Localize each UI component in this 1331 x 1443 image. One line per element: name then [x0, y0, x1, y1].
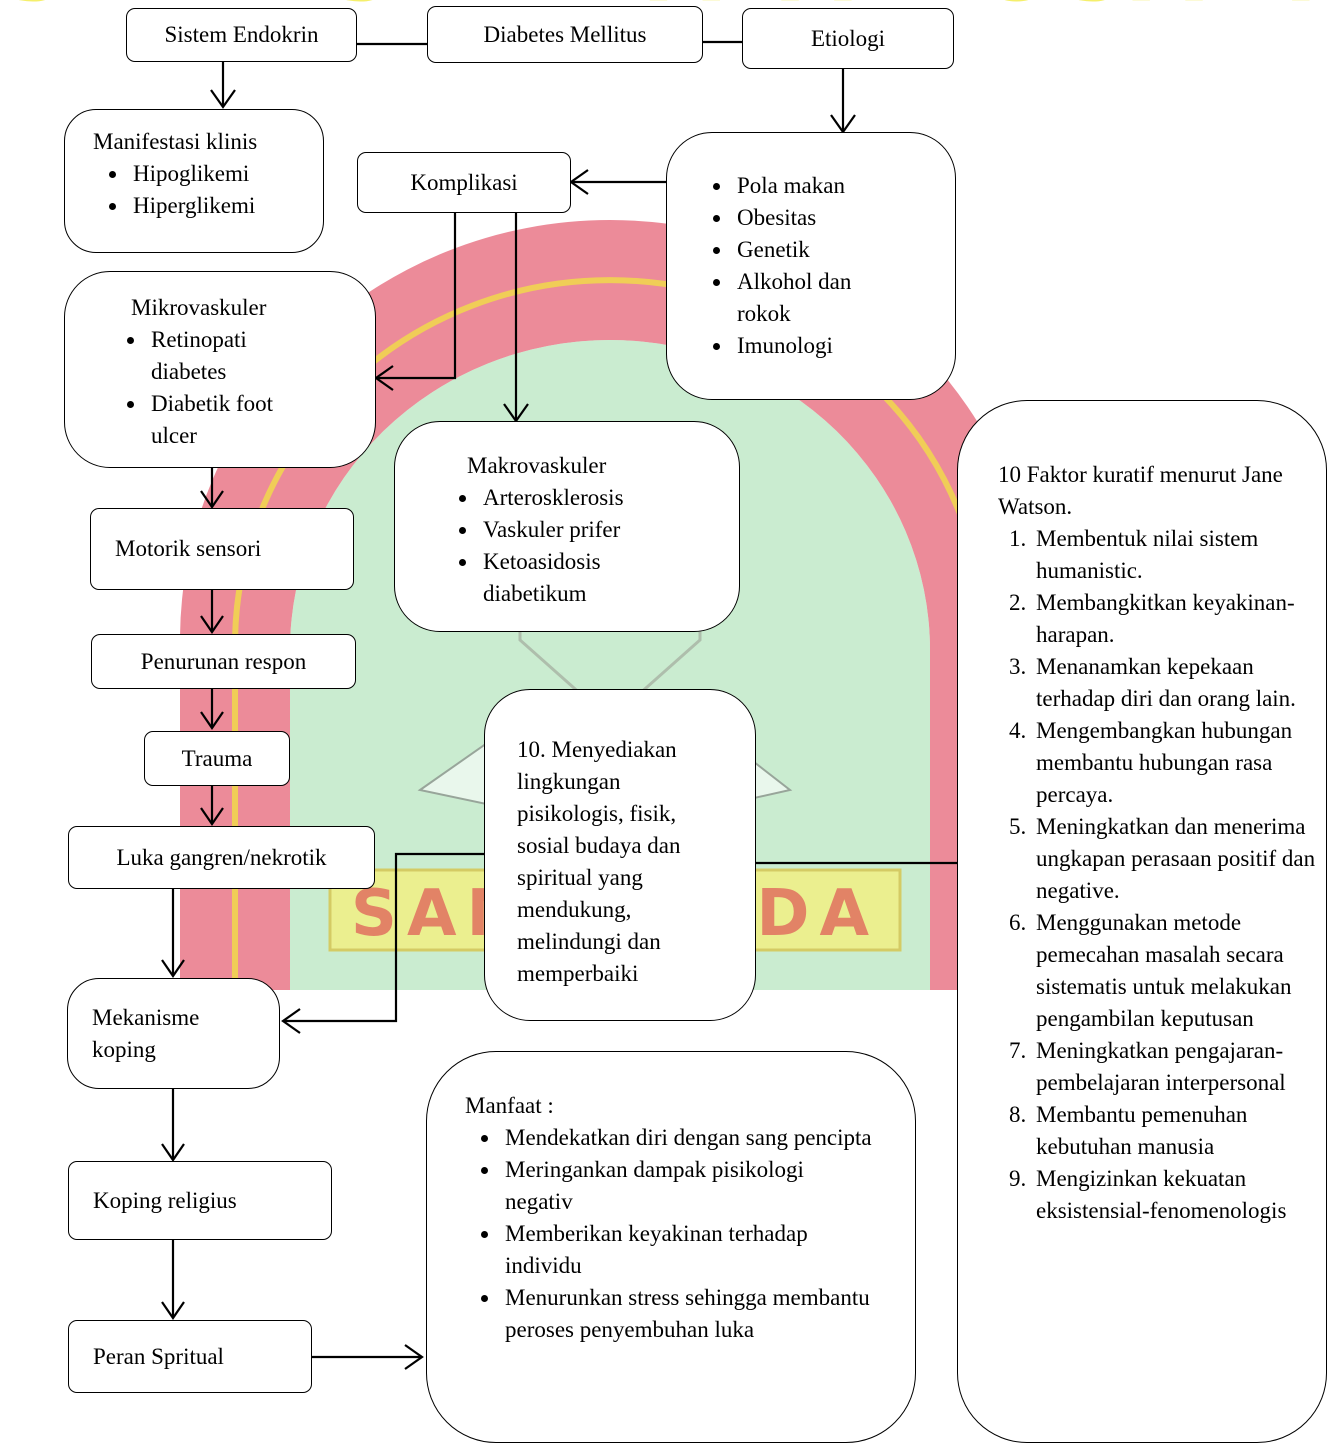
node-etiologi: Etiologi	[742, 8, 954, 69]
node-mekanisme-koping: Mekanisme koping	[67, 978, 280, 1089]
makrovaskuler-item: Vaskuler prifer	[479, 514, 709, 546]
mikrovaskuler-title: Mikrovaskuler	[131, 295, 267, 320]
manfaat-item: Menurunkan stress sehingga membantu pero…	[501, 1282, 875, 1346]
node-trauma: Trauma	[144, 731, 290, 786]
watson-item: Meningkatkan pengajaran-pembelajaran int…	[1032, 1035, 1320, 1099]
makrovaskuler-item: Ketoasidosis diabetikum	[479, 546, 653, 610]
manfaat-list: Mendekatkan diri dengan sang pencipta Me…	[465, 1122, 875, 1346]
node-sistem-endokrin-label: Sistem Endokrin	[164, 22, 319, 47]
node-luka-gangren-label: Luka gangren/nekrotik	[116, 844, 327, 870]
node-koping-religius: Koping religius	[68, 1161, 332, 1240]
node-manfaat: Manfaat : Mendekatkan diri dengan sang p…	[426, 1051, 916, 1443]
etiologi-item: Pola makan	[733, 170, 895, 202]
manfaat-item: Meringankan dampak pisikologi negativ	[501, 1154, 875, 1218]
watson-title: 10 Faktor kuratif menurut Jane Watson.	[998, 462, 1283, 519]
node-koping-religius-label: Koping religius	[93, 1187, 237, 1213]
node-penurunan-respon: Penurunan respon	[91, 634, 356, 689]
node-penurunan-respon-label: Penurunan respon	[140, 648, 307, 674]
node-komplikasi-label: Komplikasi	[410, 169, 518, 195]
node-peran-spritual: Peran Spritual	[68, 1320, 312, 1393]
arrow-faktor10-mekanisme	[283, 852, 484, 1023]
watson-item: Menggunakan metode pemecahan masalah sec…	[1032, 907, 1320, 1035]
etiologi-list: Pola makan Obesitas Genetik Alkohol dan …	[683, 170, 895, 362]
node-etiologi-list: Pola makan Obesitas Genetik Alkohol dan …	[666, 132, 956, 400]
etiologi-item: Alkohol dan rokok	[733, 266, 895, 330]
manifestasi-item: Hipoglikemi	[129, 158, 313, 190]
node-diabetes-mellitus-label: Diabetes Mellitus	[483, 21, 647, 47]
manfaat-item: Memberikan keyakinan terhadap individu	[501, 1218, 875, 1282]
node-faktor-10: 10. Menyediakan lingkungan pisikologis, …	[484, 689, 756, 1021]
manifestasi-list: Hipoglikemi Hiperglikemi	[93, 158, 313, 222]
node-mikrovaskuler: Mikrovaskuler Retinopati diabetes Diabet…	[64, 271, 376, 468]
watermark-red-arch	[180, 220, 1040, 990]
node-watson: 10 Faktor kuratif menurut Jane Watson. M…	[957, 400, 1327, 1443]
node-luka-gangren: Luka gangren/nekrotik	[68, 826, 375, 889]
makrovaskuler-list: Arterosklerosis Vaskuler prifer Ketoasid…	[435, 482, 709, 610]
node-motorik-sensori: Motorik sensori	[90, 508, 354, 590]
makrovaskuler-item: Arterosklerosis	[479, 482, 709, 514]
watson-item: Membangkitkan keyakinan-harapan.	[1032, 587, 1320, 651]
watson-item: Mengizinkan kekuatan eksistensial-fenome…	[1032, 1163, 1320, 1227]
node-faktor-10-label: 10. Menyediakan lingkungan pisikologis, …	[517, 737, 681, 986]
watson-item: Membentuk nilai sistem humanistic.	[1032, 523, 1320, 587]
makrovaskuler-title: Makrovaskuler	[467, 453, 607, 478]
watson-item: Membantu pemenuhan kebutuhan manusia	[1032, 1099, 1320, 1163]
etiologi-item: Obesitas	[733, 202, 895, 234]
node-diabetes-mellitus: Diabetes Mellitus	[427, 6, 703, 63]
watson-item: Mengembangkan hubungan membantu hubungan…	[1032, 715, 1320, 811]
etiologi-item: Genetik	[733, 234, 895, 266]
watson-item: Menanamkan kepekaan terhadap diri dan or…	[1032, 651, 1320, 715]
node-sistem-endokrin: Sistem Endokrin	[126, 8, 357, 62]
mikrovaskuler-item: Diabetik foot ulcer	[147, 388, 315, 452]
node-komplikasi: Komplikasi	[357, 152, 571, 213]
manifestasi-title: Manifestasi klinis	[93, 129, 258, 154]
mikrovaskuler-item: Retinopati diabetes	[147, 324, 315, 388]
watson-list: Membentuk nilai sistem humanistic. Memba…	[998, 523, 1320, 1227]
manfaat-item: Mendekatkan diri dengan sang pencipta	[501, 1122, 875, 1154]
etiologi-item: Imunologi	[733, 330, 895, 362]
arrow-komplikasi-mikro	[376, 213, 457, 380]
node-peran-spritual-label: Peran Spritual	[93, 1343, 224, 1369]
manifestasi-item: Hiperglikemi	[129, 190, 313, 222]
node-trauma-label: Trauma	[181, 745, 253, 771]
node-etiologi-label: Etiologi	[810, 25, 886, 51]
watson-item: Meningkatkan dan menerima ungkapan peras…	[1032, 811, 1320, 907]
watermark-yellow-ring	[232, 277, 988, 990]
node-motorik-sensori-label: Motorik sensori	[115, 536, 262, 561]
mikrovaskuler-list: Retinopati diabetes Diabetik foot ulcer	[95, 324, 315, 452]
node-manifestasi-klinis: Manifestasi klinis Hipoglikemi Hiperglik…	[64, 109, 324, 253]
manfaat-title: Manfaat :	[465, 1093, 554, 1118]
node-mekanisme-koping-label: Mekanisme koping	[92, 1004, 200, 1062]
node-makrovaskuler: Makrovaskuler Arterosklerosis Vaskuler p…	[394, 421, 740, 632]
